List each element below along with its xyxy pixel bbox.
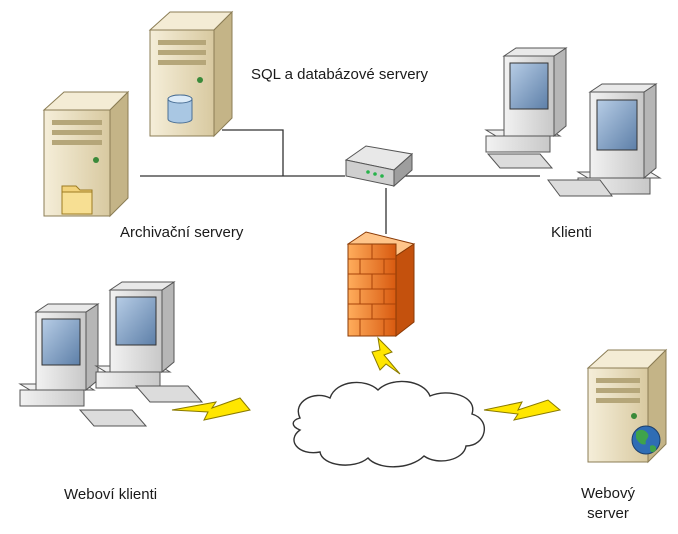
web-clients-icon xyxy=(18,281,204,427)
router-icon xyxy=(344,145,414,188)
archive-servers-label: Archivační servery xyxy=(120,224,244,241)
client-workstations-icon xyxy=(484,47,662,197)
firewall-icon xyxy=(346,231,416,338)
sql-servers-label: SQL a databázové servery xyxy=(251,66,429,83)
lightning-link-icon xyxy=(171,336,562,421)
web-server-label: Webový server xyxy=(581,485,635,522)
network-links xyxy=(140,129,540,234)
database-server-icon xyxy=(148,10,234,138)
sql-link xyxy=(222,129,284,176)
clients-label: Klienti xyxy=(551,224,592,241)
internet-cloud-icon xyxy=(292,380,486,468)
web-server-icon xyxy=(586,348,668,464)
web-clients-label: Weboví klienti xyxy=(64,486,158,503)
archive-server-icon xyxy=(42,90,130,218)
